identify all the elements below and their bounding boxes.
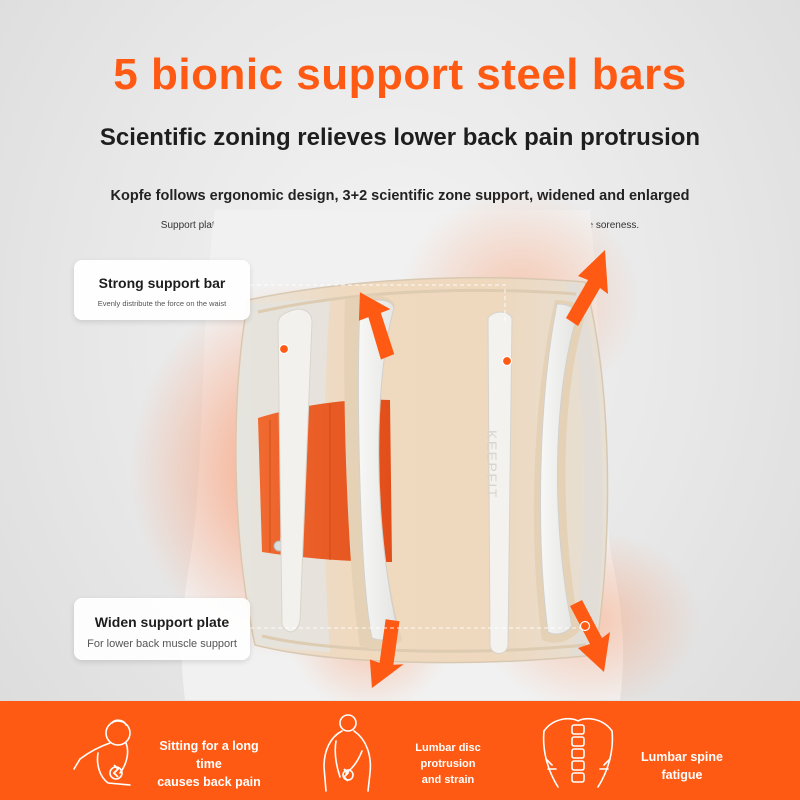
arrow-up-right bbox=[566, 250, 608, 326]
belt-right-panel bbox=[566, 283, 604, 655]
callout-line-support-bar bbox=[250, 284, 506, 322]
feature-caption-line1: Lumbar disc protrusion bbox=[415, 742, 481, 770]
brand-mark: KEEPFIT bbox=[484, 430, 500, 499]
sitting-back-pain-icon bbox=[73, 719, 131, 786]
feature-caption: Sitting for a long time causes back pain bbox=[150, 737, 268, 791]
belt-top-binding bbox=[257, 288, 577, 314]
left-support-bar bbox=[277, 308, 313, 633]
center-support-bar bbox=[487, 311, 513, 654]
callout-title: Widen support plate bbox=[94, 614, 230, 630]
arrow-up-left bbox=[358, 292, 395, 360]
marker-support-plate bbox=[579, 620, 591, 632]
callout-description: Evenly distribute the force on the waist bbox=[97, 299, 227, 308]
page-title: 5 bionic support steel bars bbox=[113, 50, 687, 99]
belt-bottom-binding bbox=[261, 634, 587, 653]
feature-caption-line1: Lumbar spine fatigue bbox=[641, 750, 723, 783]
arrow-down-right bbox=[570, 600, 610, 672]
feature-spine-fatigue: Lumbar spine fatigue bbox=[530, 701, 800, 800]
callout-description: For lower back muscle support bbox=[87, 638, 237, 650]
disc-protrusion-icon bbox=[323, 714, 372, 792]
arrow-down-left bbox=[369, 619, 404, 689]
callout-title: Strong support bar bbox=[98, 275, 226, 291]
page-subtitle: Scientific zoning relieves lower back pa… bbox=[99, 124, 701, 151]
spine-fatigue-icon bbox=[542, 717, 614, 788]
callout-strong-support-bar: Strong support bar Evenly distribute the… bbox=[74, 260, 250, 320]
feature-caption-line1: Sitting for a long time bbox=[159, 739, 259, 772]
feature-disc-protrusion: Lumbar disc protrusion and strain bbox=[300, 701, 530, 800]
left-curved-support-plate bbox=[358, 299, 399, 641]
feature-caption-line2: causes back pain bbox=[157, 775, 261, 790]
feature-sitting-back-pain: Sitting for a long time causes back pain bbox=[0, 701, 280, 800]
features-band: Sitting for a long time causes back pain… bbox=[0, 701, 800, 800]
feature-caption-line2: and strain bbox=[421, 773, 475, 786]
callout-widen-support-plate: Widen support plate For lower back muscl… bbox=[74, 598, 250, 660]
feature-caption: Lumbar disc protrusion and strain bbox=[388, 741, 508, 789]
marker-left-bar bbox=[278, 343, 290, 355]
back-brace-illustration: KEEPFIT bbox=[130, 190, 700, 700]
marker-center-bar bbox=[501, 355, 513, 367]
feature-caption: Lumbar spine fatigue bbox=[622, 748, 742, 784]
